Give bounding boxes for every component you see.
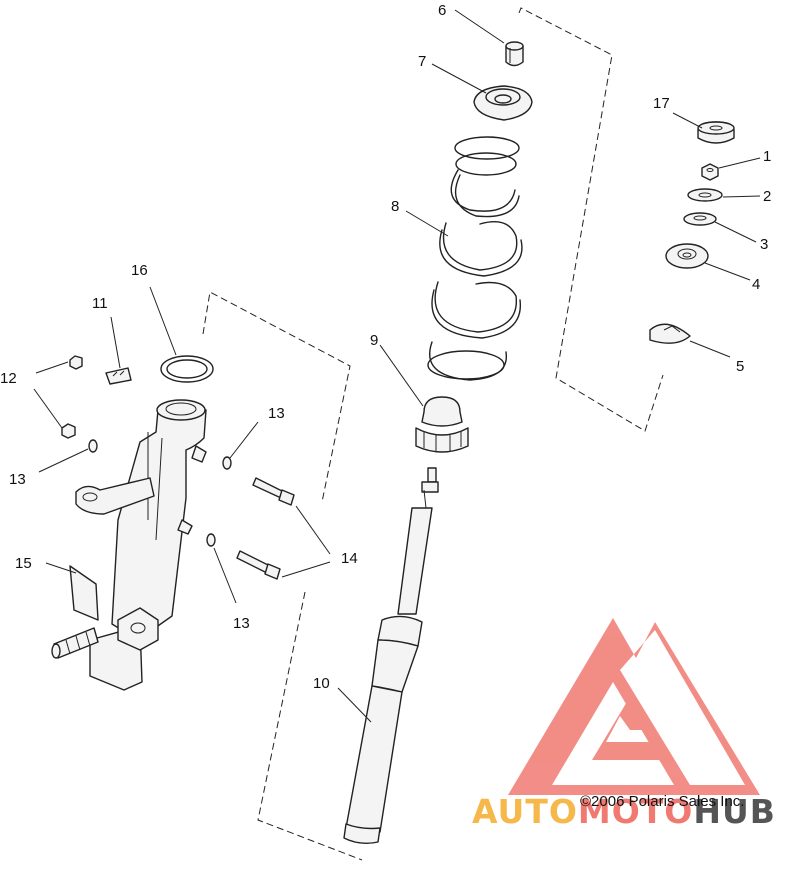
part-14-bolt-lower (236, 550, 281, 580)
callout-7: 7 (418, 53, 426, 70)
part-13-washer-right-lower (206, 533, 216, 547)
watermark-wordmark: AUTOMOTOHUB (472, 792, 776, 831)
group-boundary-shock-body (257, 591, 363, 861)
group-boundary-upper-shock (518, 7, 664, 432)
part-6-top-nut (505, 41, 524, 67)
callout-4: 4 (752, 276, 760, 293)
part-2-washer (687, 188, 723, 202)
callout-9: 9 (370, 332, 378, 349)
part-3-washer (683, 212, 717, 226)
copyright-text: ©2006 Polaris Sales Inc. (580, 793, 744, 810)
watermark-inner-g-icon (592, 700, 660, 760)
part-13-washer-right-upper (222, 456, 232, 470)
callout-labels: 6 7 8 9 10 11 12 13 13 13 14 15 16 17 1 … (0, 2, 771, 692)
watermark-auto: AUTO (472, 792, 578, 831)
callout-14: 14 (341, 550, 358, 567)
callout-13-left: 13 (9, 471, 26, 488)
callout-3: 3 (760, 236, 768, 253)
part-5-dust-cap (649, 323, 691, 344)
part-17-bushing (697, 121, 735, 144)
callout-16: 16 (131, 262, 148, 279)
watermark-hub: HUB (693, 792, 776, 831)
part-13-washer-left (88, 439, 98, 453)
part-12-nut-upper (69, 355, 83, 370)
callout-1: 1 (763, 148, 771, 165)
part-9-bump-stop (415, 396, 469, 453)
part-12-nut-lower (61, 423, 76, 439)
callout-10: 10 (313, 675, 330, 692)
callout-15: 15 (15, 555, 32, 572)
part-8-coil-spring (427, 136, 523, 381)
part-10-shock-absorber (343, 467, 439, 845)
callout-8: 8 (391, 198, 399, 215)
callout-11: 11 (92, 295, 108, 312)
part-15-steering-knuckle (51, 399, 207, 691)
part-14-bolt-upper (252, 477, 295, 506)
watermark-moto: MOTO (578, 792, 693, 831)
part-4-retainer (665, 243, 709, 269)
callout-13-right-lower: 13 (233, 615, 250, 632)
callout-6: 6 (438, 2, 446, 19)
svg-text:AUTOMOTOHUB: AUTOMOTOHUB (472, 792, 776, 831)
callout-12: 12 (0, 370, 17, 387)
watermark-logo (508, 618, 760, 795)
callout-2: 2 (763, 188, 771, 205)
group-boundary-knuckle (202, 291, 351, 503)
callout-13-right-upper: 13 (268, 405, 285, 422)
watermark-triangle-icon (508, 618, 760, 795)
callout-17: 17 (653, 95, 670, 112)
callout-5: 5 (736, 358, 744, 375)
part-1-nut (701, 163, 719, 181)
leader-lines (33, 9, 761, 723)
part-7-upper-spring-seat (473, 85, 533, 121)
part-11-clip (105, 367, 132, 385)
part-16-o-ring (160, 355, 214, 383)
